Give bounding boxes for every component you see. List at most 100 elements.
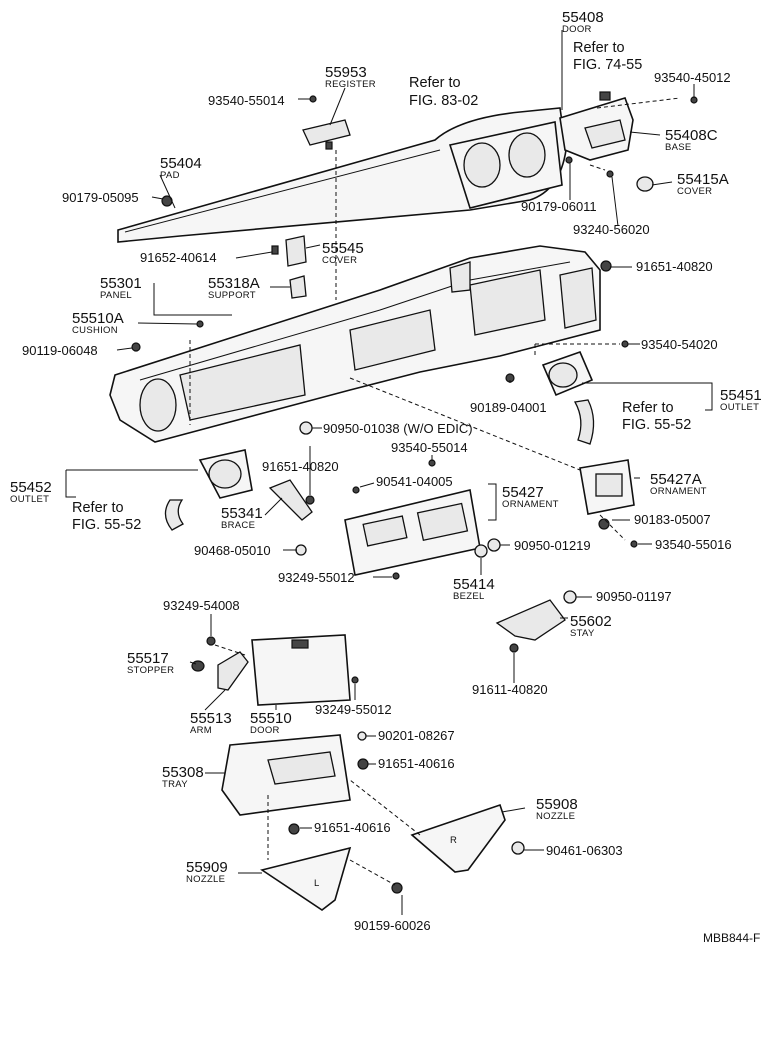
- label-93249-55012-b: 93249-55012: [315, 702, 392, 717]
- outlet-55451-drawing: [541, 350, 595, 445]
- label-55908-no: 55908: [536, 796, 578, 813]
- label-55408-name: DOOR: [562, 24, 592, 35]
- cover-support-drawing: [271, 235, 307, 299]
- svg-text:L: L: [314, 878, 320, 889]
- glove-door-drawing: [251, 634, 351, 706]
- label-55452-no: 55452: [10, 479, 52, 496]
- label-55909-name: NOZZLE: [186, 874, 225, 885]
- ref-8302-line2: FIG. 83-02: [409, 93, 478, 109]
- tray-drawing: [221, 734, 351, 816]
- label-55517-no: 55517: [127, 650, 169, 667]
- ref-7455-line1: Refer to: [573, 40, 625, 56]
- label-55451-no: 55451: [720, 387, 762, 404]
- label-55341-name: BRACE: [221, 520, 255, 531]
- label-90119-06048: 90119-06048: [22, 343, 98, 358]
- ref-5552b-line1: Refer to: [622, 400, 674, 416]
- label-91651-40616-b: 91651-40616: [314, 820, 391, 835]
- ornament-55427-drawing: [344, 489, 481, 576]
- label-55510A-no: 55510A: [72, 310, 124, 327]
- label-55415A-name: COVER: [677, 186, 712, 197]
- label-93249-54008: 93249-54008: [163, 598, 240, 613]
- label-55513-name: ARM: [190, 725, 212, 736]
- nozzle-55908-drawing: R: [410, 803, 506, 873]
- label-91651-40616-a: 91651-40616: [378, 756, 455, 771]
- brace-drawing: [268, 479, 313, 521]
- label-55510A-name: CUSHION: [72, 325, 118, 336]
- assembly-lines: [189, 97, 681, 886]
- label-90179-05095: 90179-05095: [62, 190, 139, 205]
- label-55308-no: 55308: [162, 764, 204, 781]
- labels: 55408 DOOR Refer to FIG. 74-55 55953 REG…: [10, 9, 762, 945]
- label-55404-no: 55404: [160, 155, 202, 172]
- label-91651-40820-b: 91651-40820: [262, 459, 339, 474]
- label-55404-name: PAD: [160, 170, 180, 181]
- label-55427-no: 55427: [502, 484, 544, 501]
- label-55301-name: PANEL: [100, 290, 132, 301]
- label-55545-no: 55545: [322, 240, 364, 257]
- label-91651-40820-a: 91651-40820: [636, 259, 713, 274]
- ref-8302-line1: Refer to: [409, 75, 461, 91]
- nozzle-55909-drawing: L: [260, 846, 352, 911]
- label-90201-08267: 90201-08267: [378, 728, 455, 743]
- label-55301-no: 55301: [100, 275, 142, 292]
- ref-5552a-line1: Refer to: [72, 500, 124, 516]
- label-93249-55012-a: 93249-55012: [278, 570, 355, 585]
- label-55510-name: DOOR: [250, 725, 280, 736]
- label-90183-05007: 90183-05007: [634, 512, 711, 527]
- door-base-drawing: [559, 91, 634, 161]
- label-55415A-no: 55415A: [677, 171, 729, 188]
- label-55602-no: 55602: [570, 613, 612, 630]
- label-55452-name: OUTLET: [10, 494, 49, 505]
- label-55318A-no: 55318A: [208, 275, 260, 292]
- register-drawing: [302, 119, 351, 150]
- ornament-55427A-drawing: [579, 459, 635, 515]
- panel-drawing: [109, 245, 601, 443]
- diagram-code: MBB844-F: [703, 931, 760, 945]
- label-55513-no: 55513: [190, 710, 232, 727]
- leader-lines: [65, 30, 713, 915]
- label-93540-55014-a: 93540-55014: [208, 93, 285, 108]
- fasteners: [131, 95, 698, 894]
- outlet-55452-drawing: [164, 449, 253, 531]
- label-90541-04005: 90541-04005: [376, 474, 453, 489]
- label-55318A-name: SUPPORT: [208, 290, 256, 301]
- label-55427-name: ORNAMENT: [502, 499, 559, 510]
- ref-7455-line2: FIG. 74-55: [573, 57, 642, 73]
- label-55451-name: OUTLET: [720, 402, 759, 413]
- svg-text:R: R: [450, 835, 457, 846]
- label-90950-01197: 90950-01197: [596, 589, 672, 604]
- label-93540-55014-b: 93540-55014: [391, 440, 468, 455]
- label-91652-40614: 91652-40614: [140, 250, 217, 265]
- label-90950-01219: 90950-01219: [514, 538, 591, 553]
- stay-drawing: [495, 599, 566, 641]
- label-55517-name: STOPPER: [127, 665, 174, 676]
- label-55414-name: BEZEL: [453, 591, 485, 602]
- label-90950-01038: 90950-01038 (W/O EDIC): [323, 421, 473, 436]
- label-55908-name: NOZZLE: [536, 811, 575, 822]
- label-55545-name: COVER: [322, 255, 357, 266]
- label-55408C-name: BASE: [665, 142, 692, 153]
- label-93540-55016: 93540-55016: [655, 537, 732, 552]
- arm-stopper-drawing: [191, 651, 249, 691]
- label-55408-no: 55408: [562, 9, 604, 26]
- label-55408C-no: 55408C: [665, 127, 718, 144]
- label-55510-no: 55510: [250, 710, 292, 727]
- label-91611-40820: 91611-40820: [472, 682, 548, 697]
- label-55602-name: STAY: [570, 628, 595, 639]
- label-55341-no: 55341: [221, 505, 263, 522]
- label-55308-name: TRAY: [162, 779, 188, 790]
- label-55414-no: 55414: [453, 576, 495, 593]
- label-55953-name: REGISTER: [325, 79, 376, 90]
- label-93240-56020: 93240-56020: [573, 222, 650, 237]
- label-55427A-name: ORNAMENT: [650, 486, 707, 497]
- label-90179-06011: 90179-06011: [521, 199, 597, 214]
- label-55953-no: 55953: [325, 64, 367, 81]
- label-93540-54020: 93540-54020: [641, 337, 718, 352]
- ref-5552b-line2: FIG. 55-52: [622, 417, 691, 433]
- label-90461-06303: 90461-06303: [546, 843, 623, 858]
- label-90189-04001: 90189-04001: [470, 400, 547, 415]
- meter-hood-drawing: [448, 121, 563, 209]
- label-55909-no: 55909: [186, 859, 228, 876]
